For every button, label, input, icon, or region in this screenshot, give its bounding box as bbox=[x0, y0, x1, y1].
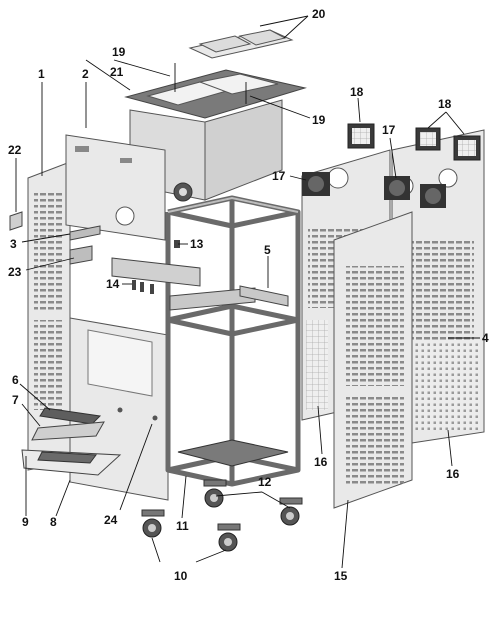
callout-3: 3 bbox=[10, 237, 17, 251]
small-bracket bbox=[9, 211, 23, 231]
callout-23: 23 bbox=[8, 265, 22, 279]
callout-11: 11 bbox=[176, 519, 189, 533]
casters bbox=[141, 479, 303, 552]
callout-1: 1 bbox=[38, 67, 45, 81]
callout-18-right: 18 bbox=[438, 97, 452, 111]
callout-19-lower: 19 bbox=[312, 113, 326, 127]
front-upper-panel bbox=[65, 134, 166, 241]
callout-19-upper: 19 bbox=[112, 45, 126, 59]
caster-front-right bbox=[217, 523, 241, 552]
condenser-fans bbox=[384, 176, 446, 208]
leader-lines bbox=[15, 15, 480, 569]
right-side-panel bbox=[333, 211, 413, 509]
callout-9: 9 bbox=[22, 515, 29, 529]
chassis-frame bbox=[165, 195, 301, 487]
callout-4: 4 bbox=[482, 331, 489, 345]
caster-rear-right bbox=[279, 497, 303, 526]
fan-filters bbox=[347, 123, 481, 161]
callout-17-left: 17 bbox=[272, 169, 286, 183]
callout-24: 24 bbox=[104, 513, 118, 527]
caster-front-left bbox=[141, 509, 165, 538]
callout-16-right: 16 bbox=[446, 467, 460, 481]
callout-21: 21 bbox=[110, 65, 124, 79]
callout-8: 8 bbox=[50, 515, 57, 529]
callout-22: 22 bbox=[8, 143, 22, 157]
drip-tray-assembly bbox=[21, 407, 122, 476]
panel-bracket bbox=[69, 225, 101, 265]
callout-17-right: 17 bbox=[382, 123, 396, 137]
callout-12: 12 bbox=[258, 475, 272, 489]
left-side-panel bbox=[27, 161, 71, 471]
callout-labels: 1 2 3 4 5 6 7 8 9 10 11 12 13 14 15 16 1… bbox=[8, 7, 489, 583]
rear-panel-right bbox=[391, 129, 485, 447]
callout-2: 2 bbox=[82, 67, 89, 81]
top-cover-plate bbox=[124, 63, 307, 119]
callout-14: 14 bbox=[106, 277, 120, 291]
callout-20: 20 bbox=[312, 7, 326, 21]
callout-18-left: 18 bbox=[350, 85, 364, 99]
drip-tray-lid-pair bbox=[188, 29, 294, 59]
caster-rear-left bbox=[203, 479, 227, 508]
callout-6: 6 bbox=[12, 373, 19, 387]
callout-15: 15 bbox=[334, 569, 348, 583]
callout-7: 7 bbox=[12, 393, 19, 407]
callout-13: 13 bbox=[190, 237, 204, 251]
callout-10: 10 bbox=[174, 569, 188, 583]
callout-5: 5 bbox=[264, 243, 271, 257]
callout-16-left: 16 bbox=[314, 455, 328, 469]
